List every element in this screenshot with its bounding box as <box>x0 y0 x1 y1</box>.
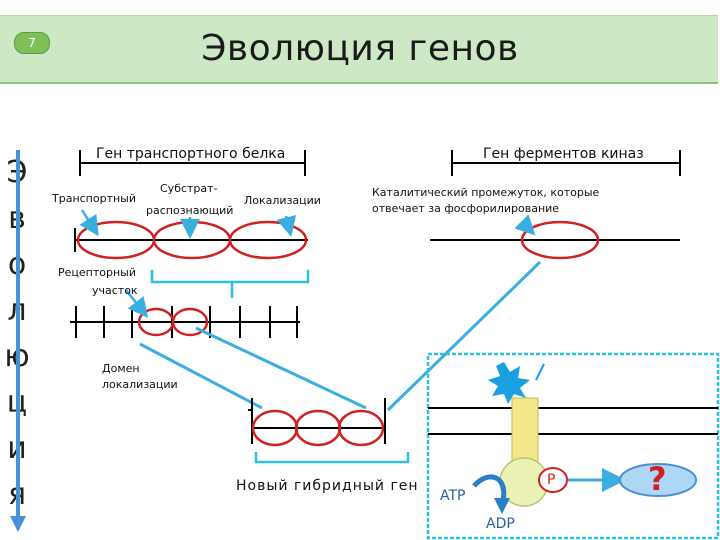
localization-domain <box>228 220 308 260</box>
phosphate-label: P <box>547 472 556 488</box>
hybrid-domain <box>337 409 385 447</box>
hybrid-gene <box>248 398 386 447</box>
catalytic-label-2: отвечает за фосфорилирование <box>372 202 560 215</box>
slide-title: Эволюция генов <box>201 28 519 69</box>
receptor-domain <box>171 307 209 337</box>
transport-gene-bracket <box>79 150 306 176</box>
receptor-stalk <box>511 397 539 465</box>
catalytic-label-1: Каталитический промежуток, которые <box>372 186 600 199</box>
phosphate-marker <box>538 467 568 493</box>
catalytic-domain <box>520 220 600 260</box>
question-mark: ? <box>648 460 667 498</box>
kinase-gene <box>430 220 680 260</box>
kinase-gene-label: Ген ферментов киназ <box>483 146 644 162</box>
cell-membrane-panel <box>426 352 720 540</box>
localization-domain-label-1: Домен <box>102 362 140 375</box>
ligand-icon <box>488 362 530 404</box>
adp-label: ADP <box>486 516 515 532</box>
receptor-label-1: Рецепторный <box>58 266 136 279</box>
receptor-label-2: участок <box>92 284 138 297</box>
transport-domain-label: Транспортный <box>52 192 137 205</box>
atp-label: ATP <box>440 488 466 504</box>
localization-domain-label-2: локализации <box>102 378 178 391</box>
localization-domain-label: Локализации <box>244 194 321 207</box>
transport-gene <box>74 220 308 260</box>
title-bar <box>0 15 718 84</box>
target-protein <box>619 463 697 497</box>
receptor-gene <box>70 306 300 338</box>
substrate-domain-label-2: распознающий <box>146 204 234 217</box>
kinase-gene-bracket <box>451 150 681 176</box>
evolution-arrow-head <box>10 516 26 532</box>
substrate-domain-label-1: Субстрат- <box>160 182 218 195</box>
slide-number-badge: 7 <box>14 32 50 54</box>
hybrid-gene-label: Новый гибридный ген <box>236 478 419 494</box>
transport-gene-label: Ген транспортного белка <box>96 146 286 162</box>
